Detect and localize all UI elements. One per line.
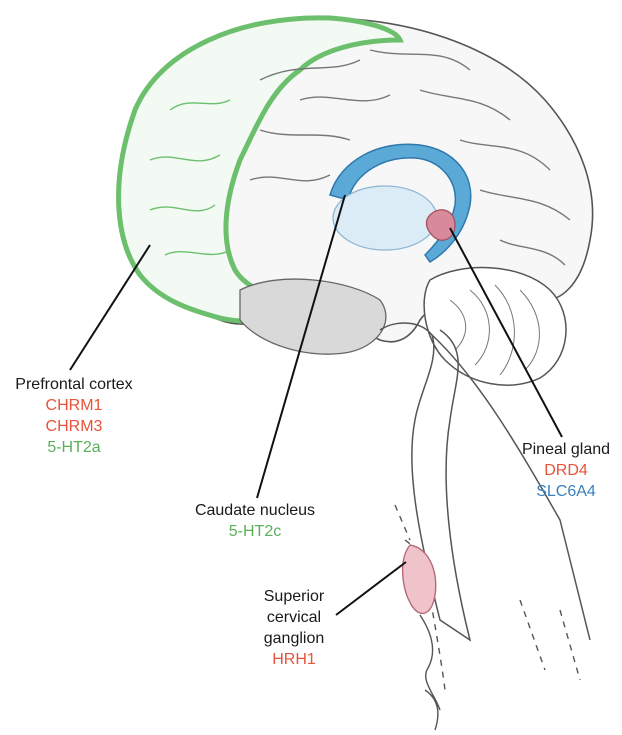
gene-5ht2a: 5-HT2a bbox=[4, 437, 144, 458]
label-superior-cervical-ganglion: Superior cervical ganglion HRH1 bbox=[246, 586, 342, 670]
leader-superior bbox=[336, 562, 406, 615]
gene-drd4: DRD4 bbox=[506, 460, 622, 481]
thalamus bbox=[333, 186, 437, 250]
leader-prefrontal bbox=[70, 245, 150, 370]
label-title: Pineal gland bbox=[506, 439, 622, 460]
label-title-line-3: ganglion bbox=[246, 628, 342, 649]
spinal-cord-dashes bbox=[520, 600, 580, 680]
label-title: Prefrontal cortex bbox=[4, 374, 144, 395]
label-caudate-nucleus: Caudate nucleus 5-HT2c bbox=[190, 500, 320, 542]
gene-hrh1: HRH1 bbox=[246, 649, 342, 670]
gene-chrm1: CHRM1 bbox=[4, 395, 144, 416]
gene-5ht2c: 5-HT2c bbox=[190, 521, 320, 542]
label-title-line-1: Superior bbox=[246, 586, 342, 607]
gene-chrm3: CHRM3 bbox=[4, 416, 144, 437]
superior-cervical-ganglion bbox=[403, 545, 436, 613]
label-title-line-2: cervical bbox=[246, 607, 342, 628]
nerve-chain-lower bbox=[420, 615, 440, 730]
label-title: Caudate nucleus bbox=[190, 500, 320, 521]
gene-slc6a4: SLC6A4 bbox=[506, 481, 622, 502]
label-prefrontal-cortex: Prefrontal cortex CHRM1 CHRM3 5-HT2a bbox=[4, 374, 144, 458]
label-pineal-gland: Pineal gland DRD4 SLC6A4 bbox=[506, 439, 622, 502]
